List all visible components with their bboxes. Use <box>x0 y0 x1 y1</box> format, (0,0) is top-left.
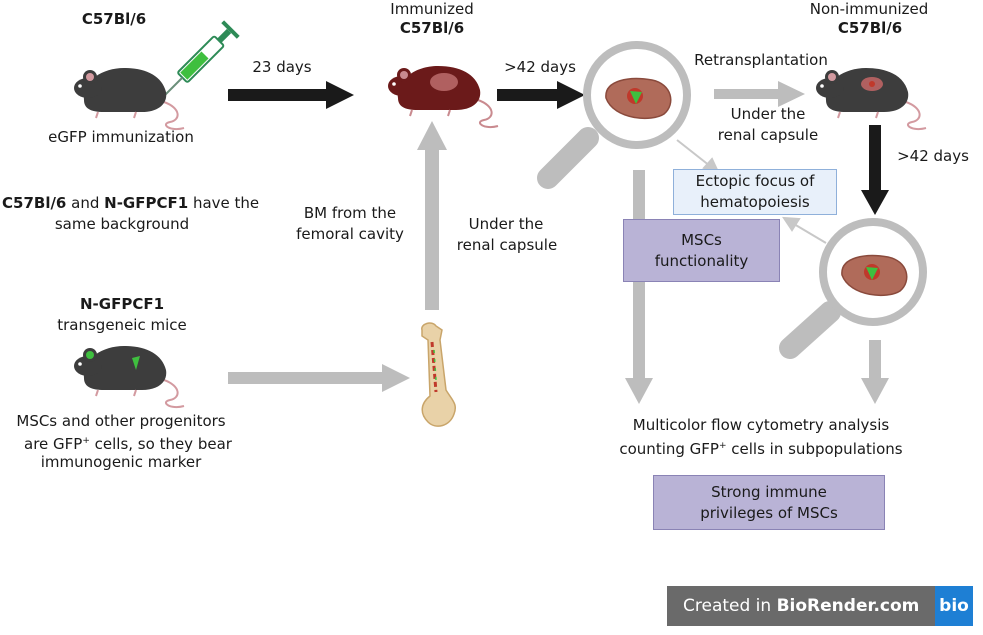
mouse-icon-c57bl6 <box>74 68 185 131</box>
arrow-bone-up <box>417 121 447 310</box>
magnifier-icon-right <box>779 218 927 359</box>
mscs-func-line2: functionality <box>654 251 749 270</box>
mscs-gfp-sup: + <box>82 436 90 446</box>
mscs-note-line2: are GFP+ cells, so they bear <box>24 431 232 455</box>
same-background-line1: C57Bl/6 and N-GFPCF1 have the <box>2 193 259 214</box>
bm-femoral-line1: BM from the <box>303 204 397 222</box>
mouse-icon-non-immunized <box>816 68 927 131</box>
arrow-retransplantation <box>714 81 805 107</box>
femur-bone-icon <box>421 322 457 427</box>
non-immunized-label: Non-immunized <box>809 0 929 18</box>
arrow-right-magnifier-down <box>861 340 889 404</box>
strong-immune-box: Strong immune privileges of MSCs <box>653 475 885 530</box>
magnifier-icon-top <box>537 41 691 189</box>
egfp-immunization-label: eGFP immunization <box>48 128 194 146</box>
flow-cytometry-line1: Multicolor flow cytometry analysis <box>632 416 890 434</box>
immunized-label: Immunized <box>390 0 474 18</box>
mscs-functionality-box: MSCs functionality <box>623 219 780 282</box>
bm-femoral-line2: femoral cavity <box>296 225 404 243</box>
biorender-text: Created in BioRender.com <box>667 596 935 616</box>
flow-gfp-sup: + <box>718 441 727 451</box>
same-background-line2: same background <box>54 215 190 233</box>
under-renal-mid-line1: Under the <box>468 215 544 233</box>
same-bg-rest: have the <box>188 194 260 212</box>
under-renal-mid-line2: renal capsule <box>456 236 558 254</box>
flow-gfp-post: cells in subpopulations <box>726 440 903 458</box>
biorender-brand-name: BioRender.com <box>776 596 920 616</box>
arrow-mouse-to-bone <box>228 364 410 392</box>
created-in-text: Created in <box>683 596 777 616</box>
syringe-icon <box>163 20 240 97</box>
ngfpcf1-strain-label: N-GFPCF1 <box>79 295 165 313</box>
pointer-ectopic-right <box>782 216 827 244</box>
arrow-left-magnifier-down <box>625 170 653 404</box>
c57bl6-top-label: C57Bl/6 <box>81 10 147 28</box>
mscs-note-line1: MSCs and other progenitors <box>16 412 226 430</box>
days-42-second-label: >42 days <box>897 147 969 165</box>
mscs-note-line3: immunogenic marker <box>40 453 202 471</box>
days-42-first-label: >42 days <box>504 58 576 76</box>
mouse-icon-immunized <box>388 66 499 129</box>
biorender-logo-icon: bio <box>935 586 973 626</box>
same-bg-strain2: N-GFPCF1 <box>104 194 189 212</box>
ectopic-focus-box: Ectopic focus of hematopoiesis <box>673 169 837 215</box>
arrow-42-days-right <box>497 81 585 109</box>
non-immunized-strain-label: C57Bl/6 <box>837 19 903 37</box>
mouse-icon-ngfpcf1 <box>74 346 185 409</box>
ectopic-line1: Ectopic focus of <box>695 172 815 190</box>
ngfpcf1-desc-label: transgeneic mice <box>57 316 187 334</box>
immunized-strain-label: C57Bl/6 <box>399 19 465 37</box>
arrow-23-days <box>228 81 354 109</box>
strong-line1: Strong immune <box>711 482 827 501</box>
mscs-gfp-pre: are GFP <box>24 435 83 453</box>
under-renal-right-line2: renal capsule <box>717 126 819 144</box>
mscs-func-line1: MSCs <box>681 230 722 249</box>
days-23-label: 23 days <box>252 58 312 76</box>
same-bg-and: and <box>66 194 105 212</box>
flow-cytometry-line2: counting GFP+ cells in subpopulations <box>612 436 910 460</box>
flow-gfp-pre: counting GFP <box>619 440 719 458</box>
biorender-badge[interactable]: Created in BioRender.com bio <box>667 586 973 626</box>
arrow-42-days-down <box>861 125 889 215</box>
ectopic-line2: hematopoiesis <box>700 193 810 211</box>
mscs-gfp-post: cells, so they bear <box>89 435 232 453</box>
retransplantation-label: Retransplantation <box>694 51 828 69</box>
under-renal-right-line1: Under the <box>730 105 806 123</box>
strong-line2: privileges of MSCs <box>700 503 838 522</box>
same-bg-strain1: C57Bl/6 <box>2 194 67 212</box>
